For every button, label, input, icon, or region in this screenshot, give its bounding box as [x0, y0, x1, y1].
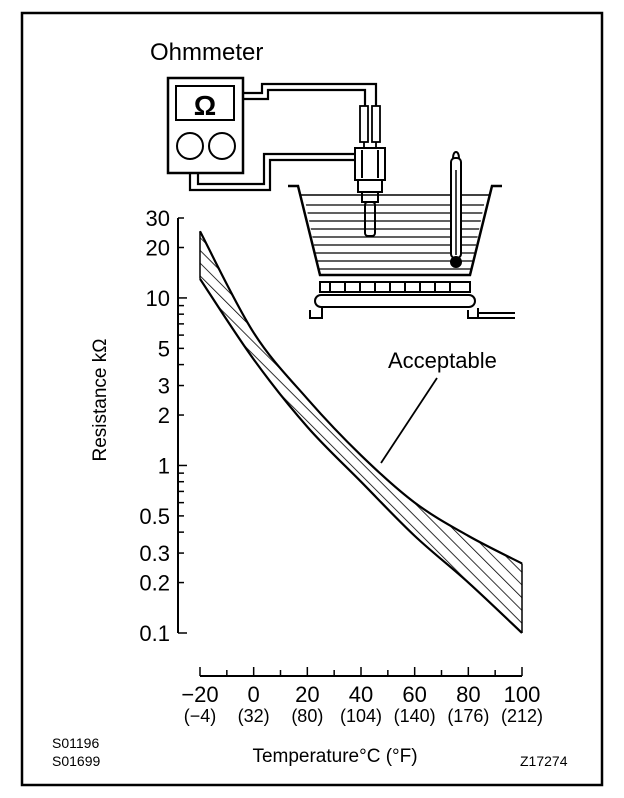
resistance-temperature-chart: 0.10.20.30.51235102030−20(−4)0(32)20(80)…: [90, 206, 543, 767]
y-tick-label: 2: [158, 403, 170, 428]
y-tick-label: 0.2: [139, 571, 170, 596]
figure-code: Z17274: [520, 753, 568, 769]
lower-limit-curve: [199, 278, 523, 634]
y-tick-label: 0.5: [139, 504, 170, 529]
x-tick-label-fahrenheit: (32): [238, 706, 270, 726]
temperature-sensor: [354, 147, 386, 237]
water-beaker: [288, 184, 502, 277]
heater-burner: [309, 281, 515, 319]
probe-leads: [359, 105, 381, 150]
meter-dial-right: [208, 132, 236, 160]
y-tick-label: 1: [158, 453, 170, 478]
ohmmeter-apparatus: Ohmmeter Ω: [150, 39, 515, 319]
ohmmeter-label: Ohmmeter: [150, 39, 263, 66]
x-tick-label: −20: [181, 682, 218, 707]
reference-code-1: S01196: [52, 735, 99, 751]
y-tick-label: 5: [158, 336, 170, 361]
y-tick-label: 0.1: [139, 621, 170, 646]
acceptable-band: [200, 231, 522, 633]
y-tick-label: 3: [158, 374, 170, 399]
thermometer: [450, 151, 462, 268]
y-tick-label: 20: [146, 236, 170, 261]
x-tick-label: 60: [402, 682, 426, 707]
acceptable-leader-line: [380, 377, 438, 464]
y-axis-label: Resistance kΩ: [90, 339, 111, 462]
upper-limit-curve: [199, 230, 523, 565]
y-tick-label: 30: [146, 206, 170, 231]
y-tick-label: 10: [146, 286, 170, 311]
omega-symbol: Ω: [194, 90, 216, 121]
x-tick-label: 40: [349, 682, 373, 707]
x-tick-label: 0: [248, 682, 260, 707]
probe-wires: [188, 82, 378, 192]
acceptable-annotation: Acceptable: [388, 348, 497, 373]
reference-code-2: S01699: [52, 753, 100, 769]
x-axis-label: Temperature°C (°F): [252, 746, 417, 767]
figure-frame: [20, 11, 604, 787]
meter-dial-left: [176, 132, 204, 160]
x-tick-label-fahrenheit: (176): [447, 706, 489, 726]
x-tick-label: 80: [456, 682, 480, 707]
chart-tick-labels: 0.10.20.30.51235102030−20(−4)0(32)20(80)…: [139, 206, 543, 726]
chart-band-group: [199, 230, 523, 634]
x-tick-label-fahrenheit: (104): [340, 706, 382, 726]
x-tick-label: 100: [504, 682, 541, 707]
x-tick-label-fahrenheit: (80): [291, 706, 323, 726]
ohmmeter-device: Ω: [166, 76, 245, 175]
x-tick-label-fahrenheit: (−4): [184, 706, 217, 726]
chart-axes: [177, 217, 523, 677]
y-tick-label: 0.3: [139, 541, 170, 566]
x-tick-label-fahrenheit: (140): [394, 706, 436, 726]
x-tick-label: 20: [295, 682, 319, 707]
x-tick-label-fahrenheit: (212): [501, 706, 543, 726]
